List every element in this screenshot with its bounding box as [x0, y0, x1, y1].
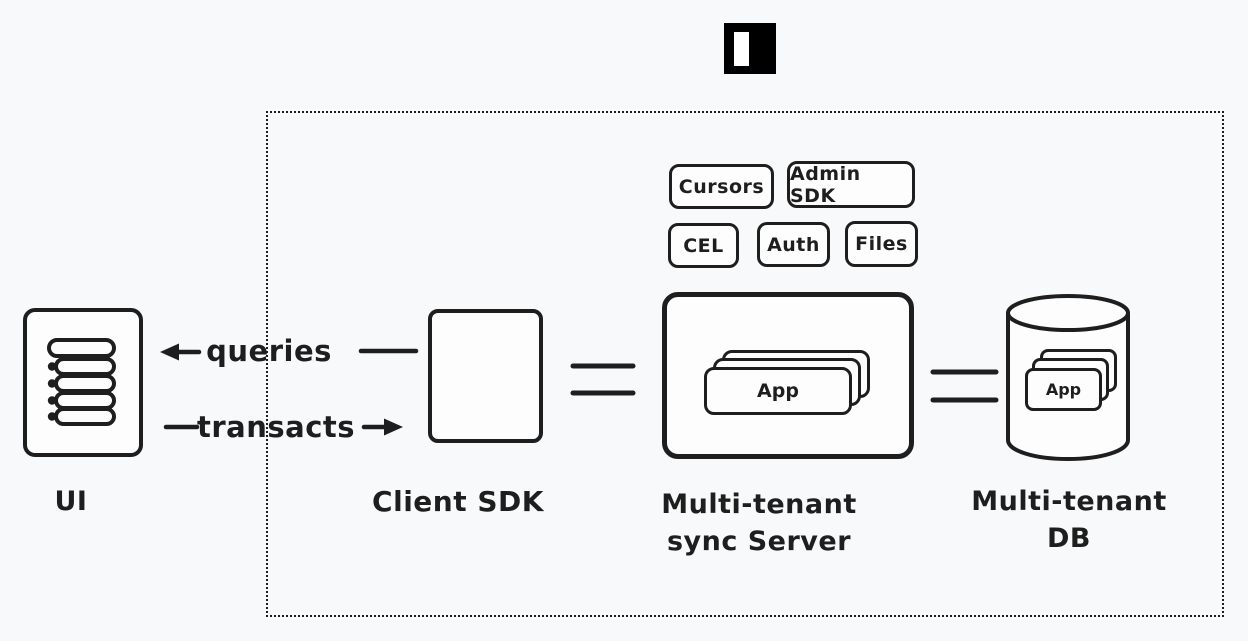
badge-cel: CEL	[668, 223, 739, 268]
ui-node-label: UI	[54, 486, 88, 517]
badge-auth: Auth	[757, 222, 830, 267]
transacts-edge-label: transacts	[196, 410, 356, 444]
badge-admin-sdk-label: Admin SDK	[790, 162, 861, 207]
list-icon	[47, 338, 116, 426]
client-sdk-node	[428, 309, 543, 443]
db-label-line2: DB	[1047, 523, 1091, 554]
db-app-card: App	[1025, 368, 1102, 411]
system-boundary	[266, 111, 1224, 617]
badge-cursors-label: Cursors	[678, 175, 765, 198]
sync-server-label-line1: Multi-tenant	[661, 489, 857, 520]
logo-mark	[734, 32, 749, 66]
instant-logo-icon	[724, 23, 776, 74]
badge-auth-label: Auth	[767, 233, 820, 256]
db-app-card-label: App	[1045, 380, 1082, 399]
sync-server-label: Multi-tenant sync Server	[609, 486, 909, 560]
db-label: Multi-tenant DB	[919, 483, 1219, 557]
badge-files: Files	[845, 221, 918, 267]
db-label-line1: Multi-tenant	[971, 486, 1167, 517]
client-sdk-label: Client SDK	[372, 485, 544, 518]
ui-node	[23, 308, 143, 457]
queries-edge-label: queries	[206, 334, 332, 368]
server-app-card: App	[704, 367, 852, 415]
badge-cel-label: CEL	[683, 234, 724, 257]
server-app-card-label: App	[757, 380, 799, 402]
badge-files-label: Files	[855, 233, 908, 255]
sync-server-label-line2: sync Server	[666, 526, 852, 557]
badge-cursors: Cursors	[669, 164, 774, 209]
badge-admin-sdk: Admin SDK	[787, 161, 915, 208]
